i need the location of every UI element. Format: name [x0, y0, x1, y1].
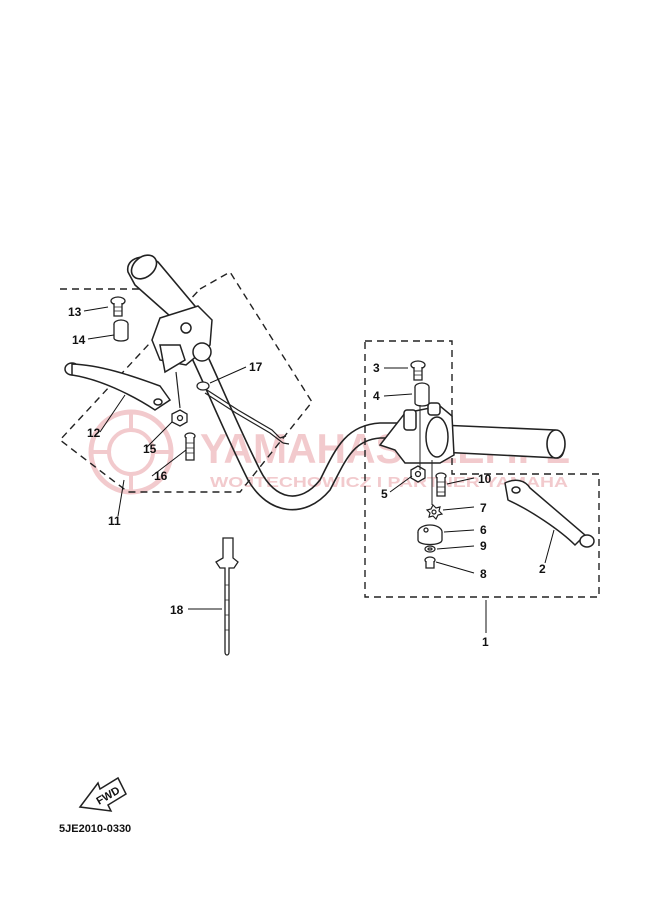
right-lever — [504, 479, 595, 548]
screw-3 — [410, 360, 426, 381]
right-grip — [439, 424, 566, 459]
callout-6: 6 — [480, 523, 487, 537]
watermark-tagline: WOJTECHOWICZ I PARTNER YAMAHA — [210, 474, 568, 491]
callout-10: 10 — [478, 472, 492, 486]
collar-4 — [414, 382, 430, 407]
right-group-box — [364, 340, 600, 598]
callout-13: 13 — [68, 305, 82, 319]
bolt-10 — [435, 472, 447, 497]
callout-4: 4 — [373, 389, 380, 403]
screw-8 — [424, 556, 436, 569]
callout-3: 3 — [373, 361, 380, 375]
screw-13 — [110, 296, 126, 317]
callout-8: 8 — [480, 567, 487, 581]
nut-15 — [171, 409, 188, 427]
diagram-code: 5JE2010-0330 — [59, 823, 131, 835]
callout-9: 9 — [480, 539, 487, 553]
callout-16: 16 — [154, 469, 168, 483]
nut-5 — [410, 465, 426, 483]
callout-1: 1 — [482, 635, 489, 649]
callout-17: 17 — [249, 360, 263, 374]
callout-12: 12 — [87, 426, 101, 440]
switch-17 — [196, 381, 290, 445]
left-lever — [64, 362, 172, 411]
collar-14 — [113, 319, 129, 342]
bolt-16 — [184, 432, 196, 461]
washer-9 — [424, 545, 436, 553]
callout-7: 7 — [480, 501, 487, 515]
callout-15: 15 — [143, 442, 157, 456]
cover-6 — [417, 524, 443, 546]
callout-11: 11 — [108, 514, 121, 528]
left-lever-holder — [151, 305, 213, 374]
fwd-arrow-icon: FWD — [78, 776, 127, 812]
callout-2: 2 — [539, 562, 546, 576]
cable-tie-18 — [215, 537, 239, 656]
star-washer-7 — [425, 503, 444, 521]
callout-18: 18 — [170, 603, 184, 617]
callout-5: 5 — [381, 487, 388, 501]
pivot-line — [175, 371, 181, 409]
throttle-housing — [378, 402, 455, 464]
callout-14: 14 — [72, 333, 86, 347]
left-group-box — [58, 271, 313, 493]
handlebar — [187, 339, 410, 511]
axis-line — [419, 405, 433, 505]
callout-labels: 13 14 12 15 16 11 17 3 4 5 10 7 6 9 8 2 … — [68, 305, 546, 649]
leader-lines — [83, 306, 555, 633]
